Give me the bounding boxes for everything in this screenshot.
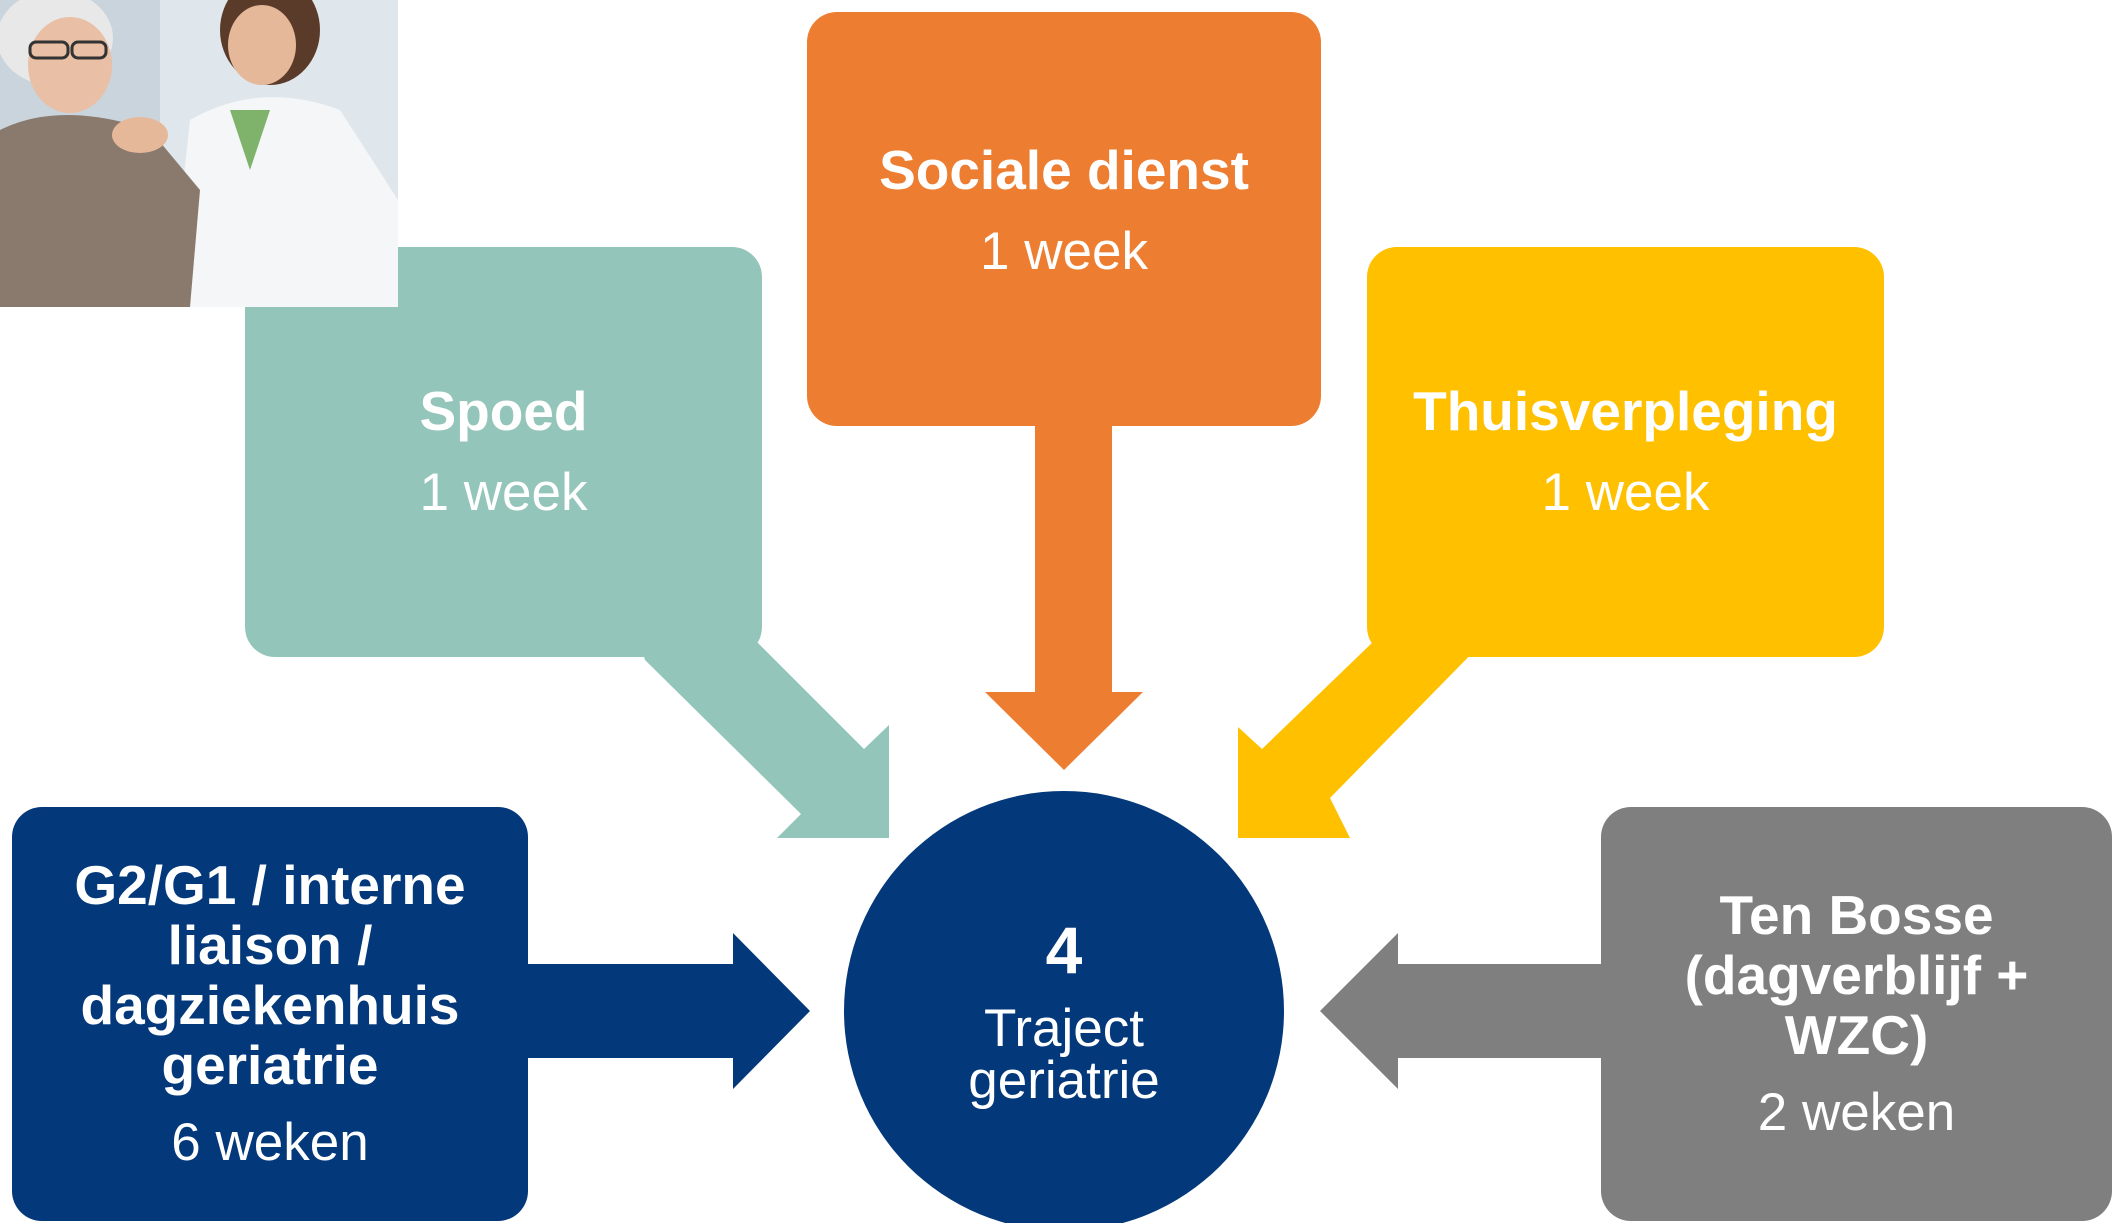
ten-bosse-label: Ten Bosse (dagverblijf + WZC) 2 weken [1601, 807, 2112, 1221]
spoed-duration: 1 week [419, 463, 588, 522]
ten-bosse-title-line1: Ten Bosse [1719, 884, 1994, 946]
spoed-arrow [640, 640, 889, 838]
photo-illustration [0, 0, 398, 307]
spoed-title: Spoed [419, 380, 588, 442]
ten-bosse-callout [1320, 807, 2112, 1221]
g2g1-arrow [520, 933, 810, 1089]
thuisverpleging-duration: 1 week [1541, 463, 1710, 522]
spoed-box [245, 247, 762, 657]
sociale-dienst-callout [807, 12, 1321, 770]
g2g1-title-line1: G2/G1 / interne [74, 854, 466, 916]
ten-bosse-duration: 2 weken [1757, 1083, 1956, 1142]
g2g1-title-line4: geriatrie [161, 1034, 379, 1096]
sociale-dienst-title: Sociale dienst [879, 139, 1249, 201]
spoed-callout [245, 247, 889, 838]
sociale-dienst-arrow [985, 410, 1143, 770]
sociale-dienst-label: Sociale dienst 1 week [807, 12, 1321, 412]
thuisverpleging-box [1367, 247, 1884, 657]
elderly-patient-with-nurse-photo [0, 0, 398, 307]
thuisverpleging-arrow [1238, 640, 1485, 838]
thuisverpleging-title: Thuisverpleging [1413, 380, 1838, 442]
sociale-dienst-duration: 1 week [980, 222, 1148, 281]
g2g1-callout [12, 807, 810, 1221]
thuisverpleging-callout [1238, 247, 1884, 838]
ten-bosse-box [1601, 807, 2112, 1221]
center-circle [844, 791, 1284, 1223]
g2g1-duration: 6 weken [171, 1113, 369, 1172]
ten-bosse-title-line2: (dagverblijf + [1684, 944, 2029, 1006]
center-label-line1: Traject [983, 999, 1144, 1058]
center-label: 4 Traject geriatrie [844, 791, 1284, 1231]
thuisverpleging-label: Thuisverpleging 1 week [1367, 247, 1884, 657]
g2g1-title-line2: liaison / [167, 914, 373, 976]
g2g1-box [12, 807, 528, 1221]
center-number: 4 [1045, 913, 1083, 987]
ten-bosse-title-line3: WZC) [1784, 1004, 1929, 1066]
center-label-line2: geriatrie [968, 1051, 1160, 1110]
ten-bosse-arrow [1320, 933, 1610, 1089]
spoed-label: Spoed 1 week [245, 247, 762, 657]
sociale-dienst-box [807, 12, 1321, 426]
g2g1-title-line3: dagziekenhuis [80, 974, 460, 1036]
g2g1-label: G2/G1 / interne liaison / dagziekenhuis … [12, 807, 528, 1221]
